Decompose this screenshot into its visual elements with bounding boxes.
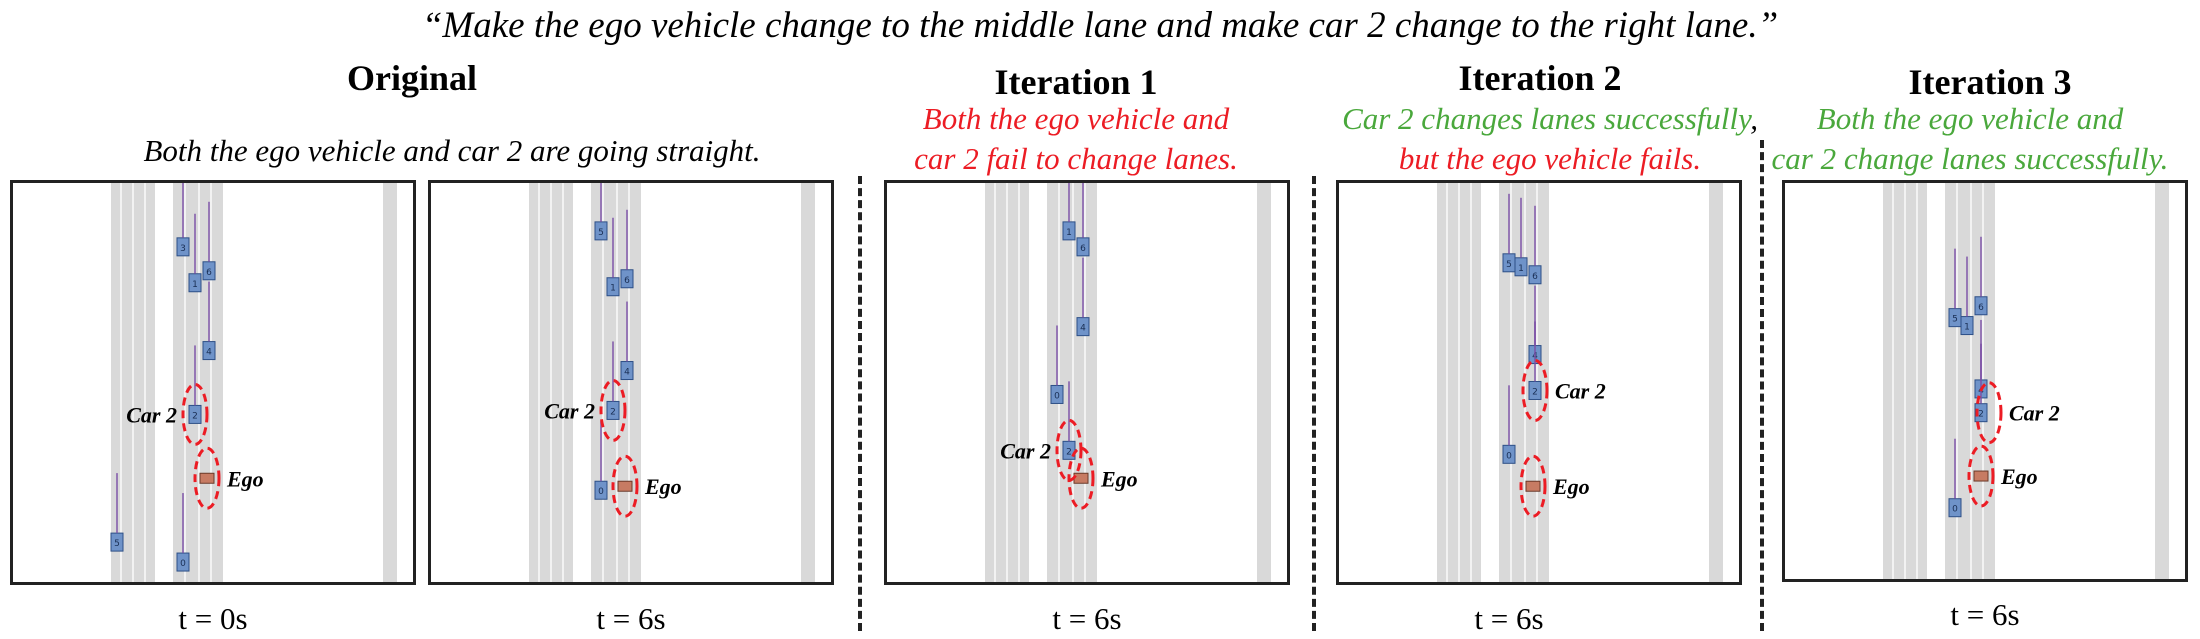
ego-highlight: [611, 454, 639, 518]
time-label-original-t6: t = 6s: [596, 601, 666, 636]
divider-1: [858, 176, 862, 631]
caption-iteration-2-line1: Car 2 changes lanes successfully,: [1300, 98, 1800, 140]
vehicle-id-2: 2: [610, 407, 616, 417]
vehicle-id-5: 5: [114, 539, 120, 549]
vehicle-id-1: 1: [1066, 228, 1072, 238]
ego-highlight: [1519, 454, 1547, 518]
vehicle-id-2: 2: [1532, 387, 1538, 397]
vehicle-5: [594, 221, 608, 241]
heading-iteration-2: Iteration 2: [1458, 58, 1622, 98]
vehicle-id-1: 1: [192, 280, 198, 290]
vehicle-id-1: 1: [1518, 264, 1524, 274]
vehicle-id-6: 6: [1080, 244, 1086, 254]
road-right: [1709, 183, 1723, 582]
vehicle-id-2: 2: [1066, 447, 1072, 457]
car2-highlight: [1521, 358, 1549, 422]
caption-iteration-3-line2: car 2 change lanes successfully.: [1740, 138, 2200, 180]
vehicle-id-4: 4: [206, 348, 212, 358]
caption-segment: Both the ego vehicle and: [1816, 101, 2124, 136]
vehicle-id-5: 5: [1952, 315, 1958, 325]
vehicle-1: [1514, 257, 1528, 277]
caption-iteration-1-line1: Both the ego vehicle and: [826, 98, 1326, 140]
vehicle-4: [202, 341, 216, 361]
caption-segment: car 2 fail to change lanes.: [914, 141, 1238, 176]
vehicle-id-2: 2: [1978, 410, 1984, 420]
vehicle-id-0: 0: [1054, 391, 1060, 401]
vehicle-id-3: 3: [180, 244, 186, 254]
vehicle-id-4: 4: [1080, 324, 1086, 334]
car2-highlight: [181, 382, 209, 446]
vehicle-id-0: 0: [180, 559, 186, 569]
vehicle-id-0: 0: [1506, 451, 1512, 461]
ego-vehicle: [1073, 472, 1089, 484]
vehicle-6: [620, 269, 634, 289]
time-label-iteration-3: t = 6s: [1950, 597, 2020, 632]
vehicle-id-5: 5: [1506, 260, 1512, 270]
ego-highlight: [193, 446, 221, 510]
ego-label: Ego: [644, 474, 682, 499]
ego-label: Ego: [1552, 474, 1590, 499]
divider-3: [1760, 140, 1764, 631]
car2-highlight: [599, 378, 627, 442]
caption-iteration-3-line1: Both the ego vehicle and: [1740, 98, 2200, 140]
time-label-iteration-1: t = 6s: [1052, 601, 1122, 636]
caption-segment: Both the ego vehicle and: [922, 101, 1230, 136]
caption-segment: car 2 change lanes successfully.: [1771, 141, 2169, 176]
time-label-iteration-2: t = 6s: [1474, 601, 1544, 636]
ego-vehicle: [617, 480, 633, 492]
car2-label: Car 2: [544, 398, 595, 423]
road-right: [2155, 183, 2169, 579]
road-right: [801, 183, 815, 582]
caption-iteration-2-line2: but the ego vehicle fails.: [1300, 138, 1800, 180]
vehicle-id-5: 5: [598, 228, 604, 238]
heading-original: Original: [346, 58, 477, 98]
ego-vehicle: [1973, 470, 1989, 482]
vehicle-id-4: 4: [624, 368, 630, 378]
caption-segment: ,: [1750, 101, 1758, 136]
instruction-quote: “Make the ego vehicle change to the midd…: [421, 5, 1779, 46]
ego-highlight: [1967, 444, 1995, 508]
caption-segment: but the ego vehicle fails.: [1398, 141, 1702, 176]
car2-highlight: [1975, 381, 2003, 445]
ego-vehicle: [1525, 480, 1541, 492]
vehicle-6: [1974, 296, 1988, 316]
heading-iteration-1: Iteration 1: [994, 62, 1158, 102]
vehicle-id-0: 0: [1952, 505, 1958, 515]
car2-label: Car 2: [2009, 401, 2060, 426]
ego-label: Ego: [226, 466, 264, 491]
road-right: [383, 183, 397, 582]
ego-label: Ego: [2000, 464, 2038, 489]
ego-vehicle: [199, 472, 215, 484]
vehicle-id-1: 1: [1964, 323, 1970, 333]
vehicle-id-6: 6: [206, 268, 212, 278]
car2-label: Car 2: [1000, 438, 1051, 463]
vehicle-id-6: 6: [624, 276, 630, 286]
caption-original: Both the ego vehicle and car 2 are going…: [72, 130, 832, 172]
caption-segment: Car 2 changes lanes successfully: [1342, 101, 1751, 136]
heading-iteration-3: Iteration 3: [1908, 62, 2072, 102]
car2-label: Car 2: [1555, 378, 1606, 403]
vehicle-id-6: 6: [1532, 272, 1538, 282]
ego-label: Ego: [1100, 466, 1138, 491]
car2-label: Car 2: [126, 402, 177, 427]
vehicle-1: [1062, 221, 1076, 241]
caption-segment: Both the ego vehicle and car 2 are going…: [143, 133, 761, 168]
vehicle-4: [1076, 317, 1090, 337]
caption-iteration-1-line2: car 2 fail to change lanes.: [826, 138, 1326, 180]
divider-2: [1312, 176, 1316, 631]
time-label-original-t0: t = 0s: [178, 601, 248, 636]
car2-highlight: [1055, 418, 1083, 482]
vehicle-id-6: 6: [1978, 303, 1984, 313]
ego-highlight: [1067, 446, 1095, 510]
road-right: [1257, 183, 1271, 582]
vehicle-id-2: 2: [192, 411, 198, 421]
vehicle-id-1: 1: [610, 284, 616, 294]
vehicle-id-0: 0: [598, 487, 604, 497]
